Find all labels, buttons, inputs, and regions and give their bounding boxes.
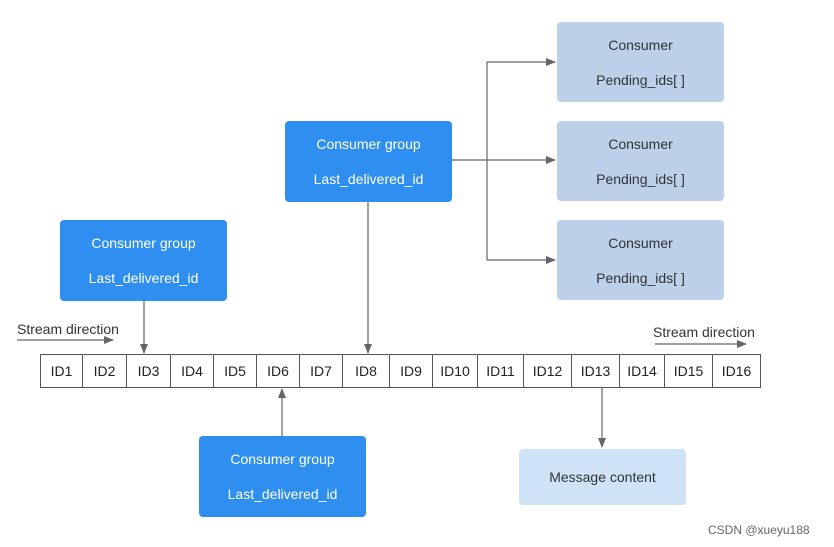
consumer-pending-ids: Pending_ids[ ]: [596, 71, 685, 88]
consumer-box-2: Consumer Pending_ids[ ]: [557, 121, 724, 201]
stream-direction-label-right: Stream direction: [653, 324, 755, 340]
stream-id-cell: ID8: [343, 355, 390, 387]
stream-id-cell: ID1: [41, 355, 83, 387]
stream-id-cell: ID11: [478, 355, 524, 387]
consumer-group-field: Last_delivered_id: [227, 486, 338, 502]
consumer-box-3: Consumer Pending_ids[ ]: [557, 220, 724, 300]
consumer-group-title: Consumer group: [91, 235, 196, 251]
stream-id-cell: ID6: [257, 355, 300, 387]
consumer-group-title: Consumer group: [230, 451, 335, 467]
consumer-title: Consumer: [608, 135, 673, 152]
stream-id-cell: ID10: [433, 355, 478, 387]
consumer-group-field: Last_delivered_id: [88, 270, 199, 286]
stream-id-cell: ID15: [665, 355, 713, 387]
consumer-box-1: Consumer Pending_ids[ ]: [557, 22, 724, 102]
stream-id-cell: ID7: [300, 355, 343, 387]
consumer-group-bottom: Consumer group Last_delivered_id: [199, 436, 366, 517]
stream-id-cell: ID16: [721, 363, 752, 379]
stream-id-cell: ID14: [620, 355, 665, 387]
message-content-label: Message content: [549, 469, 656, 485]
consumer-pending-ids: Pending_ids[ ]: [596, 269, 685, 286]
consumer-title: Consumer: [608, 36, 673, 53]
consumer-pending-ids: Pending_ids[ ]: [596, 170, 685, 187]
stream-id-cell: ID13: [572, 355, 620, 387]
stream-id-cell: ID2: [83, 355, 127, 387]
stream-id-cell: ID9: [390, 355, 433, 387]
stream-id-cell: ID12: [524, 355, 572, 387]
consumer-group-field: Last_delivered_id: [313, 171, 424, 187]
stream-id-cell: ID4: [171, 355, 214, 387]
consumer-group-title: Consumer group: [316, 136, 421, 152]
consumer-group-top: Consumer group Last_delivered_id: [285, 121, 452, 202]
stream-direction-label-left: Stream direction: [17, 321, 119, 337]
message-content-box: Message content: [519, 449, 686, 505]
stream-id-cell: ID5: [214, 355, 257, 387]
watermark: CSDN @xueyu188: [708, 523, 810, 537]
consumer-title: Consumer: [608, 234, 673, 251]
consumer-group-left: Consumer group Last_delivered_id: [60, 220, 227, 301]
stream-id-cell: ID3: [127, 355, 171, 387]
stream-id-row: ID1 ID2 ID3 ID4 ID5 ID6 ID7 ID8 ID9 ID10…: [40, 354, 761, 388]
